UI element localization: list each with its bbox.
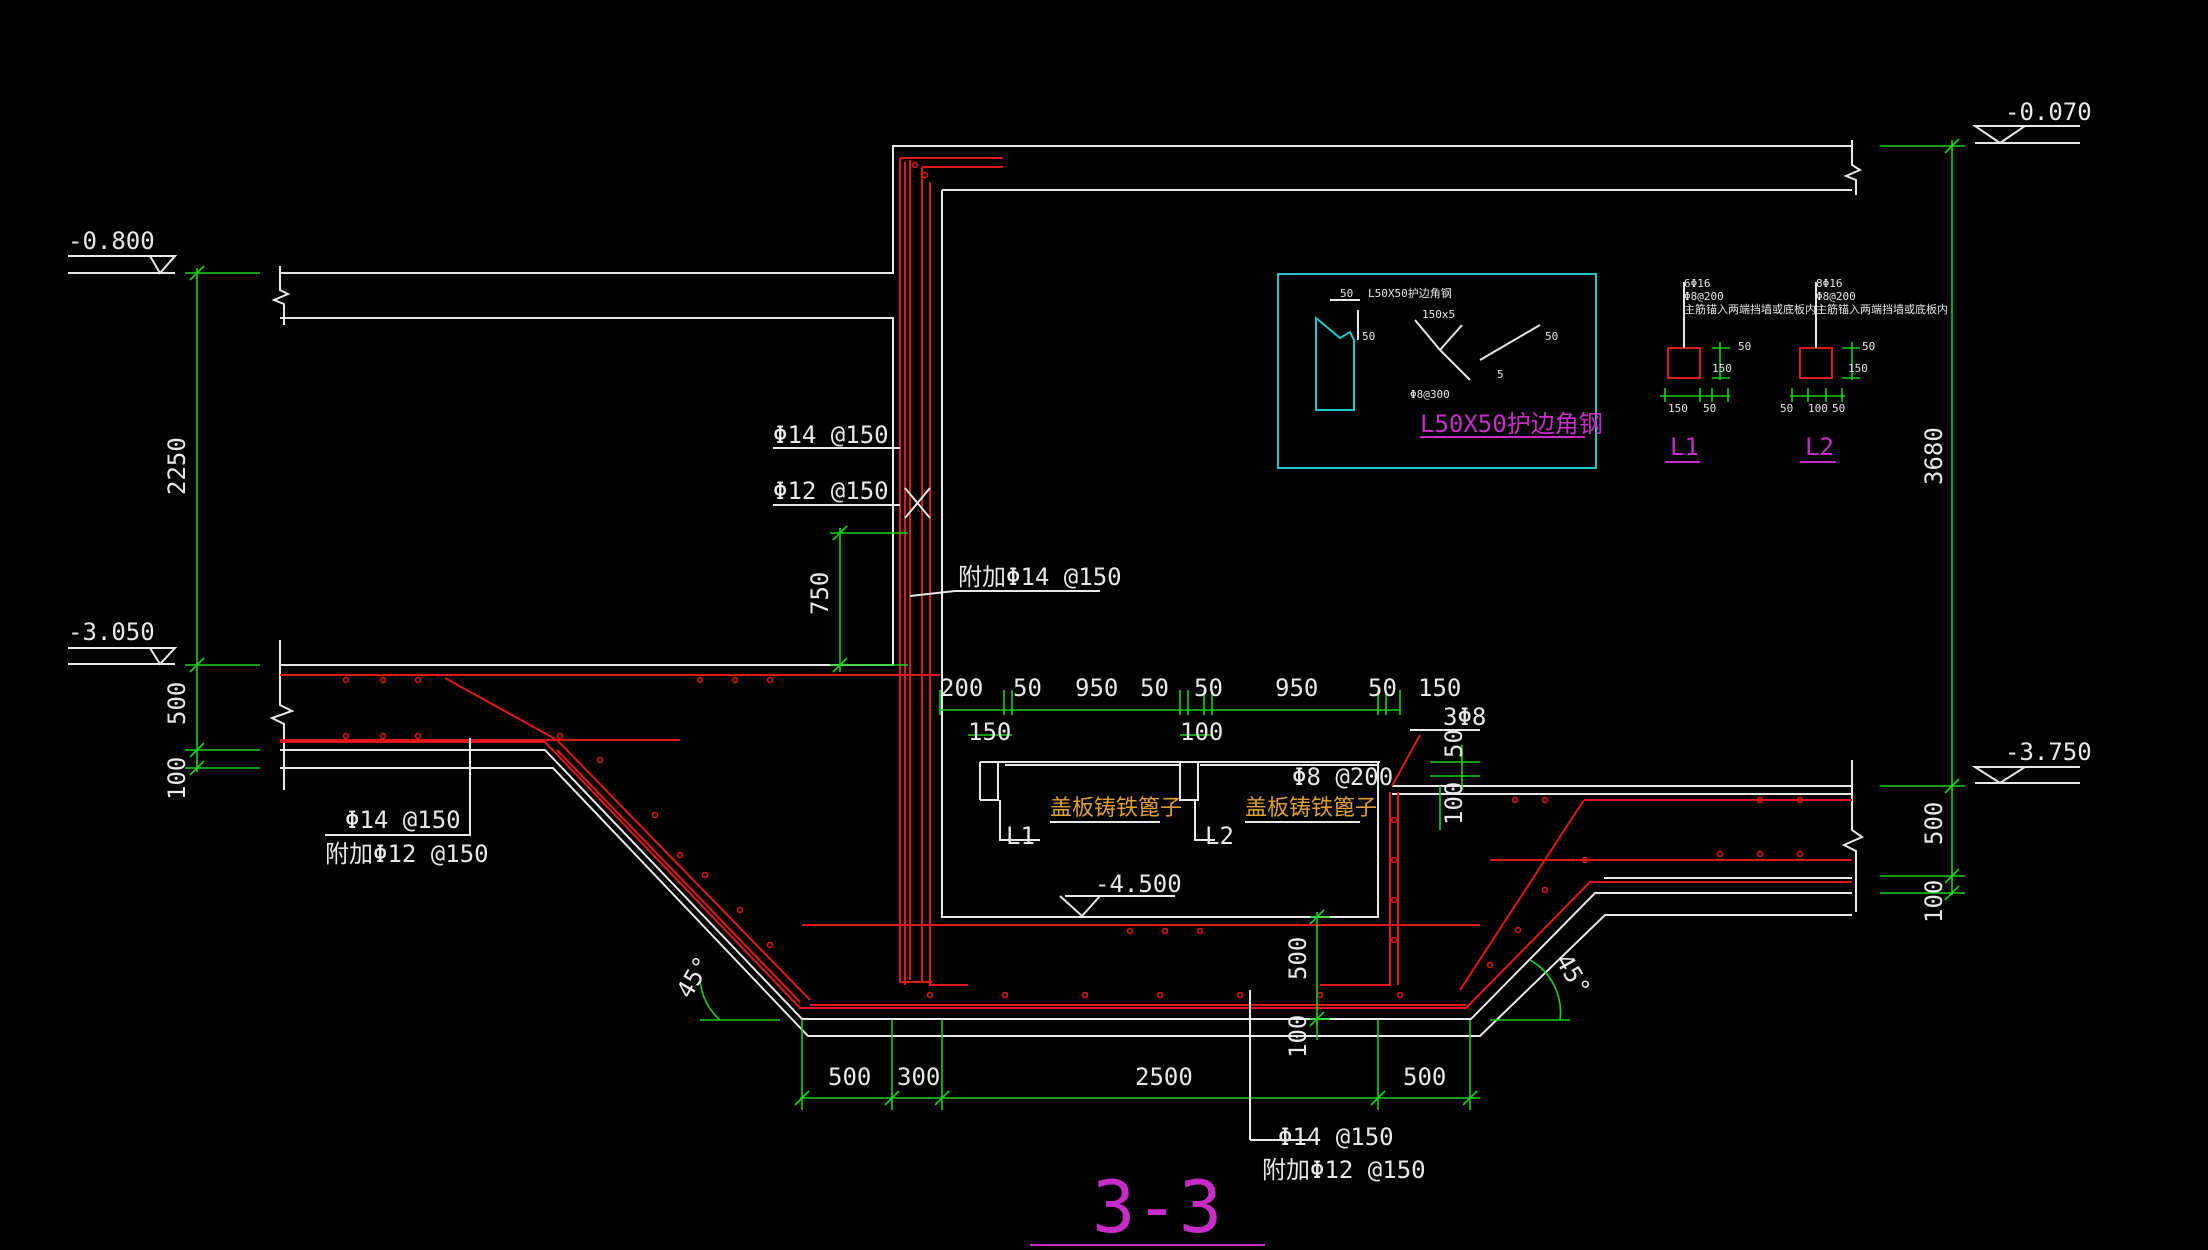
l2-w3: 50 xyxy=(1832,402,1845,415)
l1-note-c: 主筋锚入两端挡墙或底板内 xyxy=(1684,302,1816,316)
elevation-e4: -3.750 xyxy=(2005,738,2092,766)
l2-h2: 150 xyxy=(1848,362,1868,375)
leader-lines xyxy=(68,125,2080,1141)
dim-pit-500: 500 xyxy=(1284,937,1312,980)
l1-h2: 150 xyxy=(1712,362,1732,375)
beam-l1-section: 6Φ16 Φ8@200 主筋锚入两端挡墙或底板内 150 50 50 150 L… xyxy=(1660,277,1816,463)
rebar-lines xyxy=(280,157,1852,1009)
l2-note-c: 主筋锚入两端挡墙或底板内 xyxy=(1816,302,1948,316)
l1-name: L1 xyxy=(1670,433,1699,461)
l2-note-b: Φ8@200 xyxy=(1816,290,1856,303)
elevation-e3: -3.050 xyxy=(68,618,155,646)
dim-bottom-500b: 500 xyxy=(1403,1063,1446,1091)
l1-note-a: 6Φ16 xyxy=(1684,277,1711,290)
l1-w2: 50 xyxy=(1703,402,1716,415)
detail-title: L50X50护边角钢 xyxy=(1420,410,1603,438)
dim-top-200: 200 xyxy=(940,674,983,702)
elevation-e2: -0.800 xyxy=(68,227,155,255)
angle-steel-detail: L50X50护边角钢 150x5 Φ8@300 50 50 50 5 L50X5… xyxy=(1277,273,1603,469)
dim-100-left: 100 xyxy=(163,757,191,800)
rebar-label-bottom-14: Φ14 @150 xyxy=(1278,1123,1394,1151)
detail-note-b: 150x5 xyxy=(1422,308,1455,321)
rebar-label-additional-14: 附加Φ14 @150 xyxy=(958,563,1122,591)
l1-h1: 50 xyxy=(1738,340,1751,353)
dim-top-950b: 950 xyxy=(1275,674,1318,702)
dim-bottom-500a: 500 xyxy=(828,1063,871,1091)
dim-sub-100: 100 xyxy=(1180,718,1223,746)
dim-top-50d: 50 xyxy=(1368,674,1397,702)
grate-note-1: 盖板铸铁篦子 xyxy=(1050,796,1182,821)
angle-label-left: 45° xyxy=(671,951,717,1003)
rebar-dots xyxy=(342,161,1804,999)
dim-750: 750 xyxy=(806,572,834,615)
dim-pit-100: 100 xyxy=(1284,1015,1312,1058)
dim-top-50a: 50 xyxy=(1013,674,1042,702)
detail-note-d: 50 xyxy=(1340,287,1353,300)
beam-tag-l1: L1 xyxy=(1006,822,1035,850)
detail-note-e: 50 xyxy=(1362,330,1375,343)
rebar-label-bottom-additional-12: 附加Φ12 @150 xyxy=(1262,1156,1426,1184)
beam-l2-section: 8Φ16 Φ8@200 主筋锚入两端挡墙或底板内 50 100 50 50 15… xyxy=(1780,277,1948,463)
rebar-label-left-14: Φ14 @150 xyxy=(345,806,461,834)
dim-top-50c: 50 xyxy=(1194,674,1223,702)
dim-top-150: 150 xyxy=(1418,674,1461,702)
rebar-label-3phi8: 3Φ8 xyxy=(1443,703,1486,731)
rebar-label-wall-14: Φ14 @150 xyxy=(773,421,889,449)
beam-tag-l2: L2 xyxy=(1205,822,1234,850)
dim-top-50b: 50 xyxy=(1140,674,1169,702)
section-title: 3-3 xyxy=(1092,1165,1222,1249)
dim-bottom-300: 300 xyxy=(897,1063,940,1091)
grate-note-2: 盖板铸铁篦子 xyxy=(1245,796,1377,821)
rebar-label-left-additional-12: 附加Φ12 @150 xyxy=(325,840,489,868)
dim-right-50: 50 xyxy=(1440,729,1468,758)
detail-note-f: 50 xyxy=(1545,330,1558,343)
detail-note-a: L50X50护边角钢 xyxy=(1368,286,1452,300)
dimension-lines xyxy=(185,138,1965,1110)
rebar-label-phi8: Φ8 @200 xyxy=(1292,763,1393,791)
dim-top-950a: 950 xyxy=(1075,674,1118,702)
dim-2250: 2250 xyxy=(163,437,191,495)
dim-3680: 3680 xyxy=(1920,427,1948,485)
dim-sub-150: 150 xyxy=(968,718,1011,746)
elevation-e5: -4.500 xyxy=(1095,870,1182,898)
l2-name: L2 xyxy=(1805,433,1834,461)
detail-note-c: Φ8@300 xyxy=(1410,388,1450,401)
elevation-e1: -0.070 xyxy=(2005,98,2092,126)
text-labels: -0.070 -0.800 -3.050 -3.750 -4.500 2250 … xyxy=(68,98,2092,1184)
detail-frame xyxy=(1277,273,1597,469)
l2-h1: 50 xyxy=(1862,340,1875,353)
l1-note-b: Φ8@200 xyxy=(1684,290,1724,303)
concrete-outline xyxy=(269,140,1865,1037)
l1-w1: 150 xyxy=(1668,402,1688,415)
dim-bottom-2500: 2500 xyxy=(1135,1063,1193,1091)
l2-w1: 50 xyxy=(1780,402,1793,415)
dim-100-right: 100 xyxy=(1920,880,1948,923)
dim-500-right: 500 xyxy=(1920,802,1948,845)
detail-note-g: 5 xyxy=(1497,368,1504,381)
l2-w2: 100 xyxy=(1808,402,1828,415)
l2-note-a: 8Φ16 xyxy=(1816,277,1843,290)
dim-500-left: 500 xyxy=(163,682,191,725)
dim-right-100: 100 xyxy=(1440,782,1468,825)
rebar-label-wall-12: Φ12 @150 xyxy=(773,477,889,505)
section-title-group: 3-3 xyxy=(1030,1165,1265,1249)
